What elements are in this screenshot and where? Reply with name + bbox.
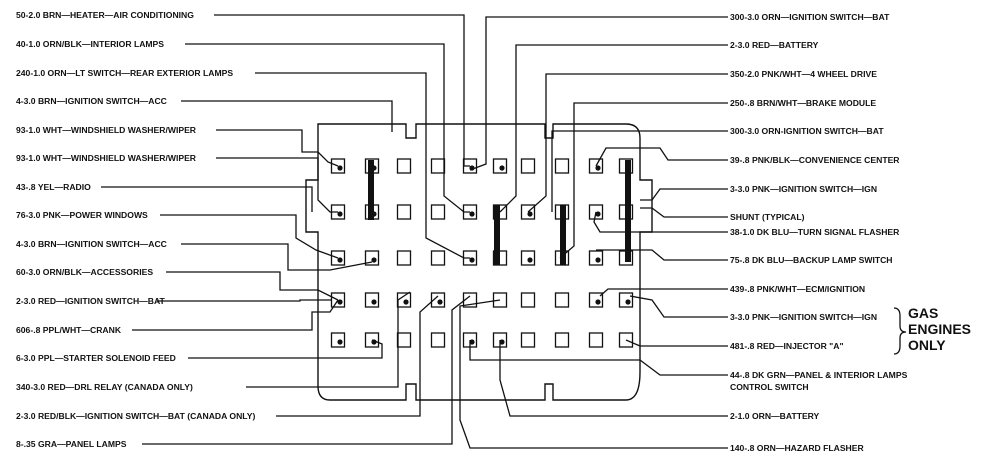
terminal-pin — [595, 165, 601, 171]
terminal-pin — [469, 211, 475, 217]
gas-engines-note: ONLY — [908, 337, 946, 353]
right-label-column: 300-3.0 ORN—IGNITION SWITCH—BAT 2-3.0 RE… — [730, 12, 908, 453]
shunt-bar — [494, 205, 500, 265]
wire-label-right: 3-3.0 PNK—IGNITION SWITCH—IGN — [730, 312, 877, 322]
wire-label-right: 300-3.0 ORN-IGNITION SWITCH—BAT — [730, 126, 884, 136]
wire-label-right: 250-.8 BRN/WHT—BRAKE MODULE — [730, 98, 876, 108]
terminal-pin — [595, 299, 601, 305]
wire-label-right: 481-.8 RED—INJECTOR "A" — [730, 341, 844, 351]
wire-label-right: 75-.8 DK BLU—BACKUP LAMP SWITCH — [730, 255, 893, 265]
terminal-cavity — [588, 332, 604, 348]
terminal-pin — [595, 257, 601, 263]
wire-label-left: 43-.8 YEL—RADIO — [16, 182, 91, 192]
terminal-pin — [337, 165, 343, 171]
terminal-cavity — [520, 292, 536, 308]
left-label-column: 50-2.0 BRN—HEATER—AIR CONDITIONING 40-1.… — [16, 10, 255, 449]
wire-label-right: 38-1.0 DK BLU—TURN SIGNAL FLASHER — [730, 227, 900, 237]
wire-label-right: 140-.8 ORN—HAZARD FLASHER — [730, 443, 864, 453]
terminal-pin — [337, 299, 343, 305]
terminal-cavity — [618, 292, 634, 308]
terminal-cavity — [554, 158, 570, 174]
terminal-pin — [337, 211, 343, 217]
shunt-bar — [560, 205, 566, 265]
wire-label-right: 2-3.0 RED—BATTERY — [730, 40, 819, 50]
wire-label-left: 93-1.0 WHT—WINDSHIELD WASHER/WIPER — [16, 153, 197, 163]
terminal-cavity — [492, 158, 508, 174]
terminal-pin — [469, 257, 475, 263]
terminal-cavity — [396, 292, 412, 308]
wire-label-left: 240-1.0 ORN—LT SWITCH—REAR EXTERIOR LAMP… — [16, 68, 233, 78]
terminal-pin — [337, 257, 343, 263]
wire-label-left: 50-2.0 BRN—HEATER—AIR CONDITIONING — [16, 10, 194, 20]
wire-label-right: 3-3.0 PNK—IGNITION SWITCH—IGN — [730, 184, 877, 194]
terminal-cavity — [520, 250, 536, 266]
terminal-pin — [403, 299, 409, 305]
terminal-pin — [469, 339, 475, 345]
left-wires — [101, 14, 471, 445]
terminal-pin — [437, 299, 443, 305]
terminal-cavity — [396, 332, 412, 348]
shunt-bar — [368, 160, 374, 220]
terminal-cavity — [396, 204, 412, 220]
wire-label-right: 2-1.0 ORN—BATTERY — [730, 411, 820, 421]
gas-engines-note: GAS — [908, 305, 938, 321]
wire-label-left: 340-3.0 RED—DRL RELAY (CANADA ONLY) — [16, 382, 193, 392]
terminal-cavity — [330, 332, 346, 348]
terminal-pin — [595, 211, 601, 217]
terminal-cavity — [430, 158, 446, 174]
wire-label-left: 4-3.0 BRN—IGNITION SWITCH—ACC — [16, 239, 167, 249]
terminal-pin — [337, 339, 343, 345]
shunt-label: SHUNT (TYPICAL) — [730, 212, 805, 222]
terminal-cavity — [554, 292, 570, 308]
terminal-pin — [371, 257, 377, 263]
wire-label-left: 93-1.0 WHT—WINDSHIELD WASHER/WIPER — [16, 125, 197, 135]
wire-label-right: 439-.8 PNK/WHT—ECM/IGNITION — [730, 284, 865, 294]
wire-label-left: 6-3.0 PPL—STARTER SOLENOID FEED — [16, 353, 176, 363]
terminal-pin — [625, 299, 631, 305]
wire-label-right: 350-2.0 PNK/WHT—4 WHEEL DRIVE — [730, 69, 877, 79]
wire-label-left: 8-.35 GRA—PANEL LAMPS — [16, 439, 127, 449]
right-wires — [459, 16, 728, 449]
wire-label-left: 60-3.0 ORN/BLK—ACCESSORIES — [16, 267, 153, 277]
terminal-cavity — [364, 292, 380, 308]
terminal-pin — [499, 339, 505, 345]
terminal-cavity — [430, 250, 446, 266]
terminal-cavity — [520, 332, 536, 348]
terminal-cavity — [430, 204, 446, 220]
wire-label-left: 4-3.0 BRN—IGNITION SWITCH—ACC — [16, 96, 167, 106]
wire-label-right: 39-.8 PNK/BLK—CONVENIENCE CENTER — [730, 155, 900, 165]
terminal-cavity — [396, 250, 412, 266]
terminal-cavity — [554, 332, 570, 348]
terminal-cavity — [396, 158, 412, 174]
terminal-pin — [499, 165, 505, 171]
wire-label-right: 44-.8 DK GRN—PANEL & INTERIOR LAMPS — [730, 370, 908, 380]
terminal-cavity — [430, 332, 446, 348]
terminal-pin — [527, 211, 533, 217]
terminal-cavity — [520, 158, 536, 174]
wire-label-left: 40-1.0 ORN/BLK—INTERIOR LAMPS — [16, 39, 164, 49]
shunt-bar — [625, 160, 631, 262]
terminal-pin — [527, 257, 533, 263]
connector-body — [305, 123, 653, 401]
gas-engines-note: ENGINES — [908, 321, 971, 337]
gas-engines-brace — [893, 307, 907, 355]
wire-label-right: 300-3.0 ORN—IGNITION SWITCH—BAT — [730, 12, 890, 22]
terminal-cavity — [588, 250, 604, 266]
wire-label-left: 2-3.0 RED—IGNITION SWITCH—BAT — [16, 296, 166, 306]
terminal-pin — [371, 299, 377, 305]
wire-label-left: 76-3.0 PNK—POWER WINDOWS — [16, 210, 148, 220]
wire-label-left: 606-.8 PPL/WHT—CRANK — [16, 325, 122, 335]
wire-label-left: 2-3.0 RED/BLK—IGNITION SWITCH—BAT (CANAD… — [16, 411, 255, 421]
wire-label-right: CONTROL SWITCH — [730, 382, 809, 392]
